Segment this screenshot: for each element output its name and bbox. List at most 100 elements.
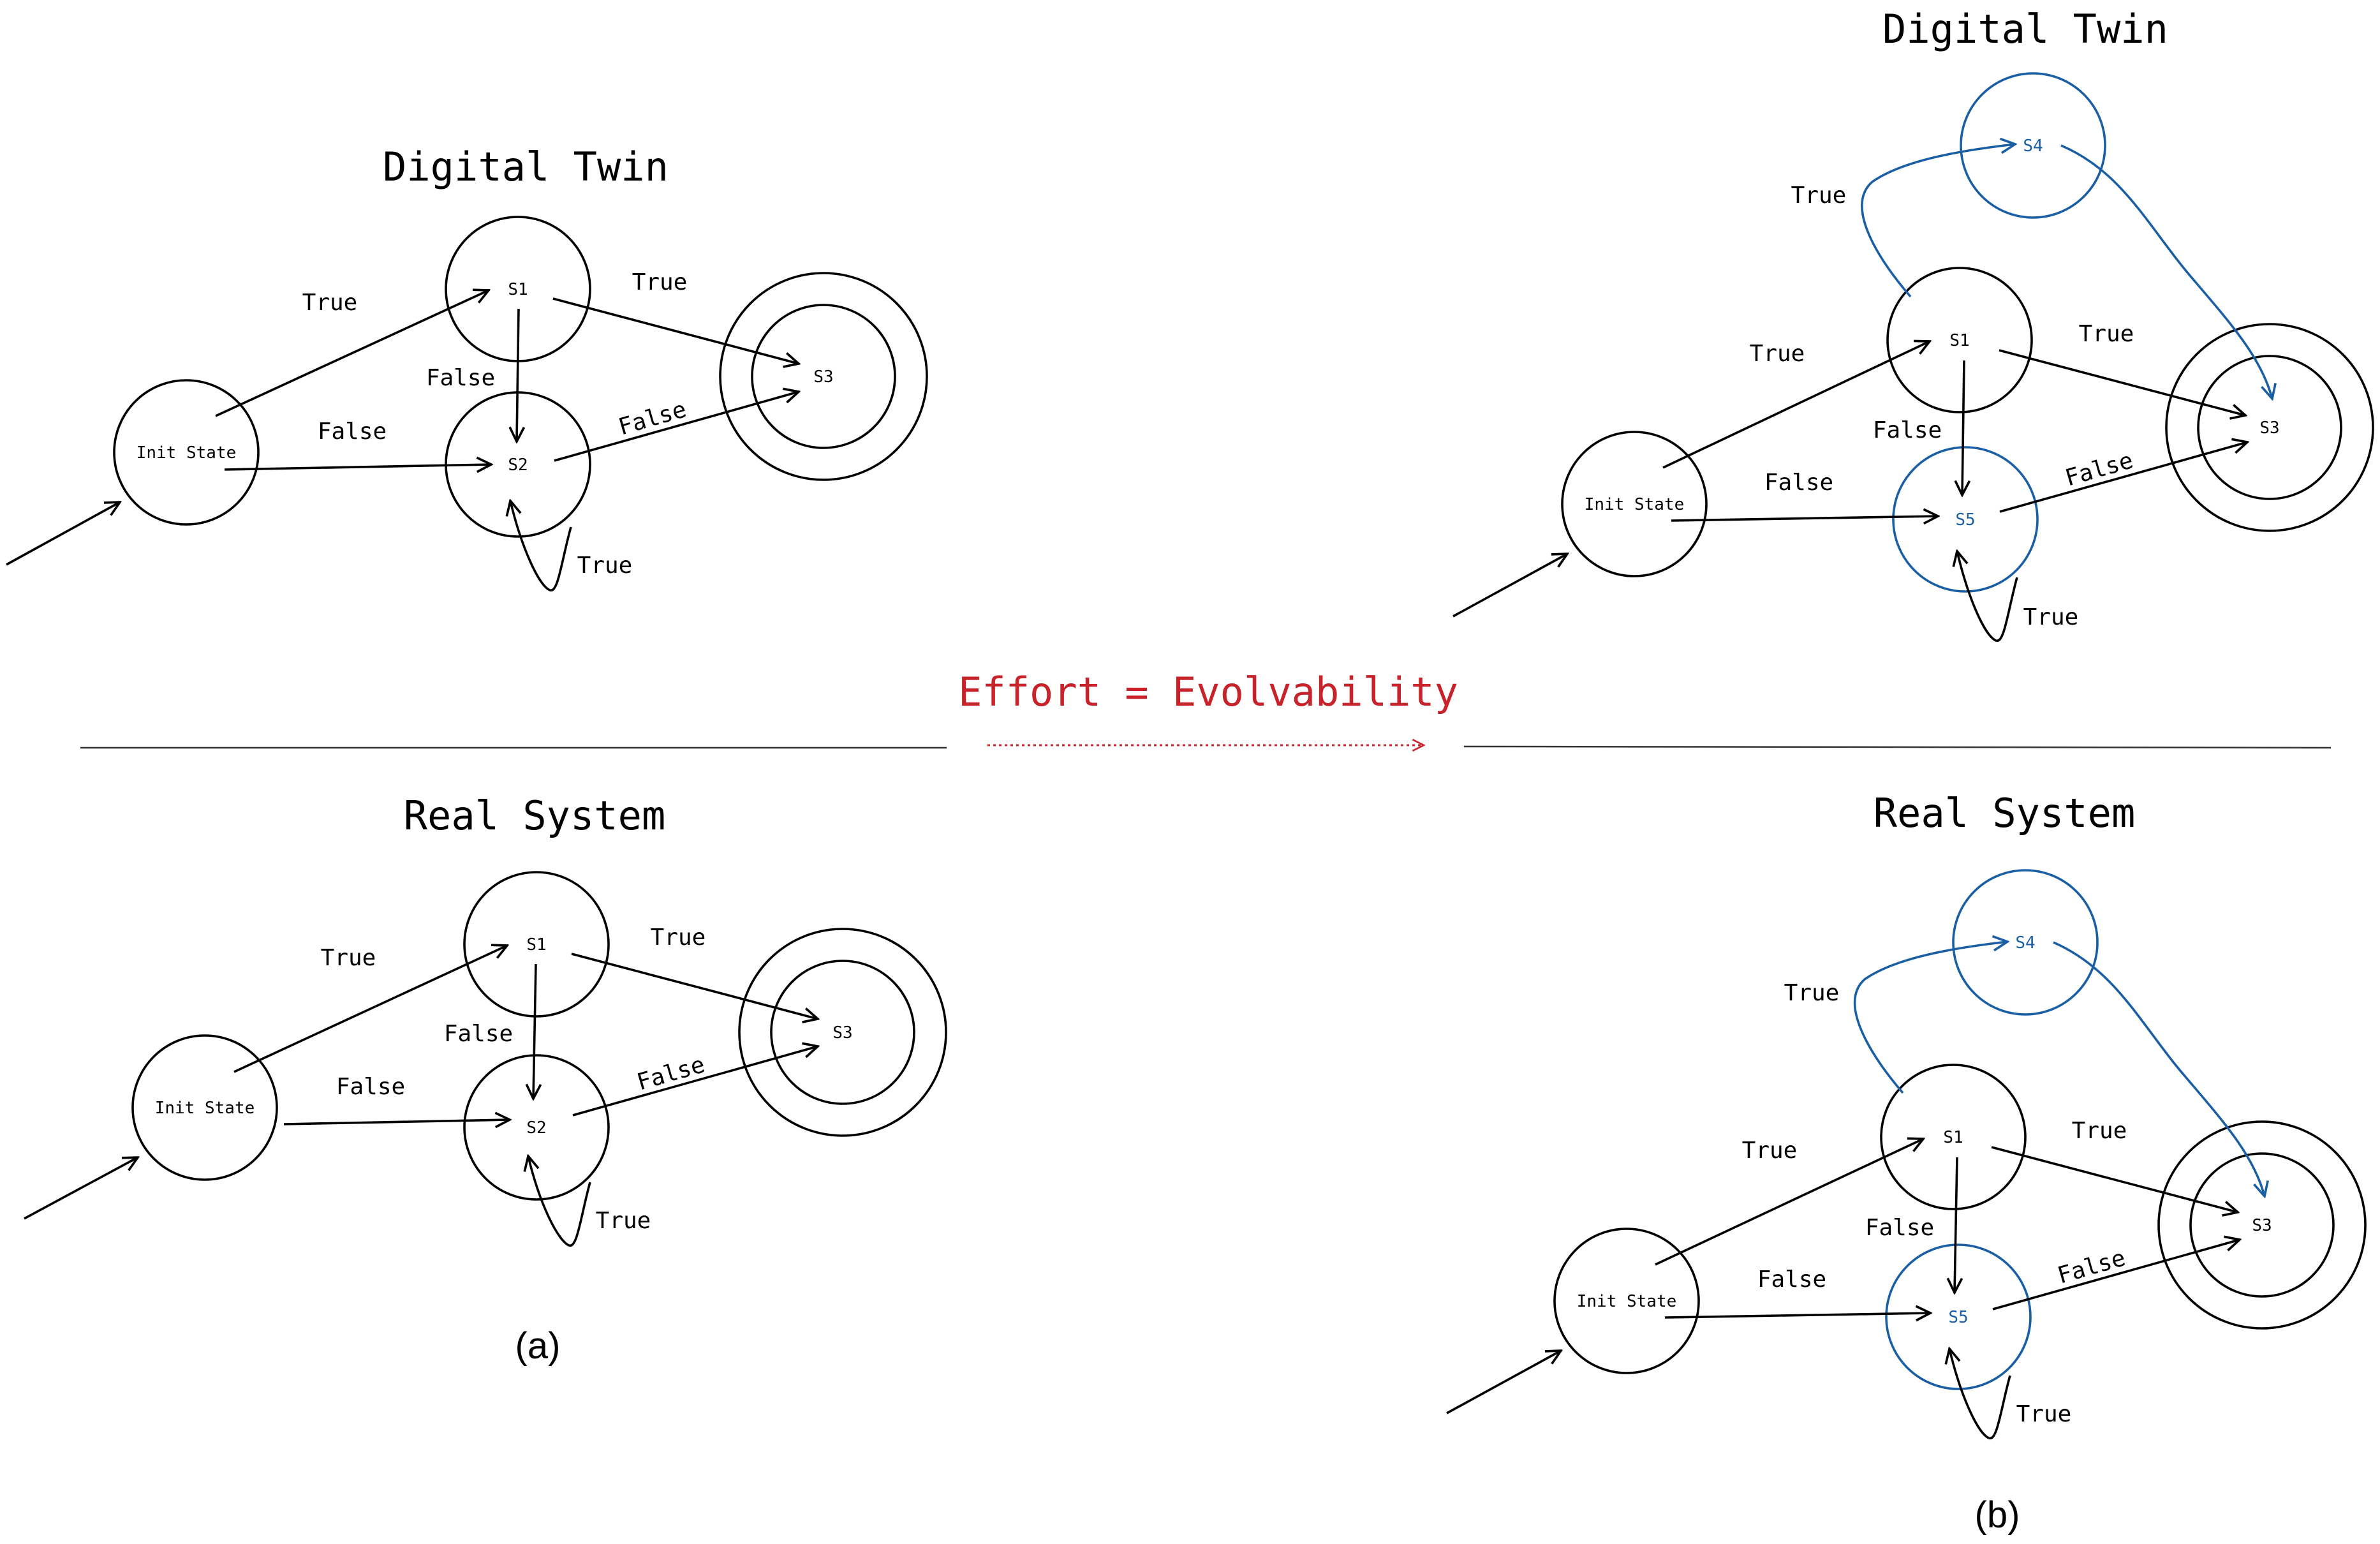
edge-s1-s3 — [1999, 349, 2245, 415]
start-arrow — [1446, 1351, 1561, 1414]
s1-label: S1 — [526, 935, 546, 954]
edge-s2-s3 — [572, 1046, 818, 1117]
panel-a-real-title: Real System — [404, 792, 666, 839]
s3-accept-inner — [2197, 355, 2342, 500]
s3-label: S3 — [813, 367, 833, 387]
edge-init-s1 — [215, 290, 489, 417]
edge-label-s5-s3: False — [2062, 447, 2136, 491]
divider-right — [1463, 745, 2332, 749]
s5-label: S5 — [1948, 1308, 1968, 1327]
s5-label: S5 — [1955, 510, 1975, 530]
edge-s5-loop — [1957, 551, 2018, 642]
edge-label-s1-s3: True — [2072, 1118, 2127, 1144]
edge-s4-s3 — [2053, 941, 2265, 1196]
start-arrow — [1452, 554, 1567, 618]
edge-label-s2-loop: True — [577, 553, 633, 579]
edge-s5-loop — [1949, 1349, 2011, 1439]
edge-s1-s3 — [571, 953, 818, 1019]
panel-b-twin-title: Digital Twin — [1882, 6, 2168, 52]
edge-s1-s5 — [1962, 360, 1964, 495]
s1-label: S1 — [1943, 1128, 1963, 1147]
init-state-node — [1561, 431, 1708, 577]
s1-label: S1 — [508, 280, 528, 299]
edge-label-init-s2: False — [318, 419, 387, 445]
s3-accept-outer — [2157, 1120, 2367, 1330]
edge-label-s5-loop: True — [2023, 604, 2079, 630]
s3-label: S3 — [2252, 1216, 2272, 1235]
edge-label-s1-s2: False — [444, 1021, 513, 1047]
start-arrow — [6, 502, 120, 566]
s3-accept-inner — [2189, 1152, 2335, 1298]
edge-label-s2-s3: False — [634, 1051, 707, 1095]
edge-label-s1-s3: True — [2079, 321, 2134, 347]
edge-label-init-s1: True — [321, 945, 376, 971]
panel-b-real-title: Real System — [1874, 790, 2136, 836]
edge-label-s5-loop: True — [2016, 1401, 2072, 1427]
edge-s1-s5 — [1955, 1157, 1957, 1293]
init-state-node — [131, 1034, 278, 1181]
s1-node — [1886, 267, 2033, 413]
s4-label: S4 — [2015, 933, 2035, 953]
edge-s2-s3 — [554, 392, 799, 462]
panel-a-twin-title: Digital Twin — [383, 144, 669, 190]
edge-label-s2-loop: True — [596, 1208, 651, 1234]
edge-s5-s3 — [1992, 1240, 2240, 1310]
s2-label: S2 — [526, 1118, 546, 1138]
init-state-node — [113, 379, 260, 526]
s3-accept-outer — [2165, 323, 2374, 532]
panel-a-digital-twin: Digital Twin Init State S1 S2 S3 True Fa… — [6, 144, 928, 591]
init-state-node — [1553, 1228, 1700, 1374]
s2-node — [463, 1054, 610, 1201]
edge-label-init-s1: True — [1742, 1138, 1798, 1164]
s3-accept-inner — [751, 304, 896, 449]
s5-node — [1892, 446, 2039, 593]
edge-init-s1 — [1655, 1139, 1923, 1266]
edge-label-s1-s5: False — [1865, 1215, 1934, 1241]
edge-label-s1-s2: False — [426, 365, 495, 391]
caption-b: (b) — [1975, 1494, 2020, 1536]
edge-label-s1-s4: True — [1791, 182, 1847, 209]
s2-label: S2 — [508, 456, 528, 475]
init-state-label: Init State — [1585, 495, 1685, 514]
edge-s4-s3 — [2060, 144, 2272, 399]
caption-a: (a) — [515, 1325, 561, 1367]
s3-accept-outer — [719, 272, 928, 481]
edge-label-init-s5: False — [1764, 470, 1833, 496]
s4-node — [1952, 869, 2099, 1016]
edge-init-s2 — [224, 464, 491, 470]
s3-label: S3 — [832, 1023, 852, 1043]
panel-b-digital-twin: Digital Twin Init State S1 S5 S4 S3 True… — [1452, 6, 2374, 642]
edge-s1-s4 — [1853, 942, 2007, 1094]
init-state-label: Init State — [137, 443, 237, 463]
edge-label-s1-s5: False — [1873, 417, 1942, 443]
edge-s1-s2 — [517, 308, 519, 442]
init-state-label: Init State — [1577, 1292, 1677, 1311]
edge-label-s1-s3: True — [651, 924, 706, 951]
panel-a-real-system: Real System Init State S1 S2 S3 True Fal… — [24, 792, 947, 1367]
edge-init-s1 — [1662, 341, 1930, 469]
edge-s1-s3 — [1991, 1146, 2238, 1212]
edge-label-init-s5: False — [1757, 1266, 1826, 1293]
edge-s1-s2 — [533, 963, 536, 1099]
edge-init-s5 — [1671, 516, 1938, 521]
panel-b-real-system: Real System Init State S1 S5 S4 S3 True … — [1446, 790, 2367, 1536]
start-arrow — [24, 1157, 138, 1220]
s3-accept-outer — [738, 928, 947, 1137]
edge-label-init-s2: False — [336, 1074, 405, 1100]
edge-init-s5 — [1664, 1313, 1930, 1318]
edge-s1-s4 — [1861, 144, 2015, 298]
effort-label: Effort = Evolvability — [958, 669, 1458, 715]
edge-s2-loop — [510, 501, 572, 591]
s4-node — [1960, 72, 2106, 219]
s1-node — [463, 871, 610, 1018]
edge-init-s2 — [283, 1120, 510, 1124]
edge-label-s1-s4: True — [1784, 980, 1840, 1006]
s1-label: S1 — [1949, 331, 1969, 350]
init-state-label: Init State — [155, 1099, 255, 1118]
s5-node — [1885, 1243, 2032, 1390]
edge-s2-loop — [528, 1156, 591, 1247]
edge-s1-s3 — [552, 297, 799, 364]
middle-band: Effort = Evolvability — [80, 669, 2332, 749]
edge-s5-s3 — [1999, 442, 2247, 513]
